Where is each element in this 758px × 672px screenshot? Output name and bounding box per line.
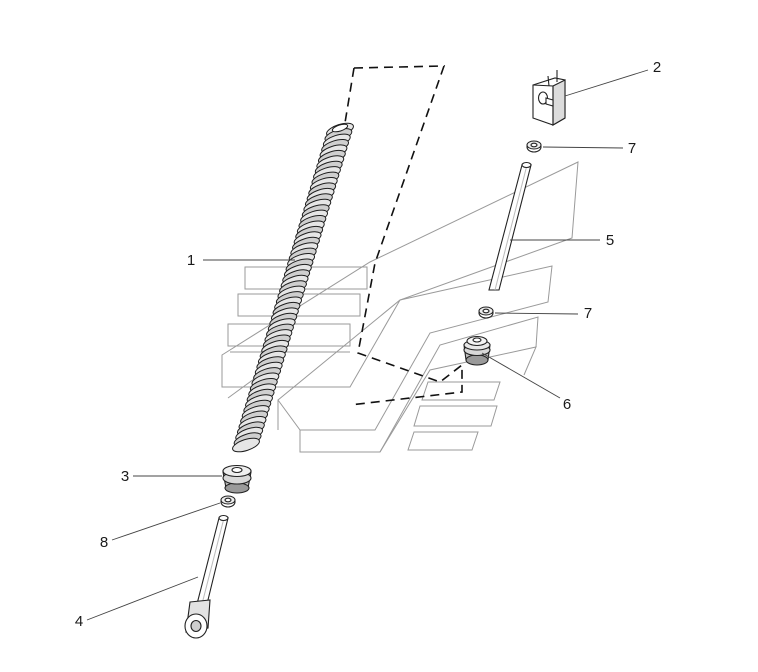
callout-6: 6 <box>563 396 571 413</box>
spring-coil <box>232 437 260 453</box>
nut-upper <box>526 140 542 153</box>
leader-lines <box>86 69 649 621</box>
callout-5: 5 <box>606 232 614 249</box>
nut-middle <box>478 306 494 319</box>
lower-rod-eye <box>184 514 229 639</box>
nut-lower <box>220 495 236 508</box>
callout-2: 2 <box>653 59 661 76</box>
spring <box>232 122 354 453</box>
lower-spring-seat <box>222 464 252 494</box>
callout-1: 1 <box>187 252 195 269</box>
upper-spring-seat <box>463 335 491 366</box>
callout-labels: 1 2 3 4 5 6 7 7 8 <box>75 59 661 630</box>
callout-3: 3 <box>121 468 129 485</box>
callout-8: 8 <box>100 534 108 551</box>
spring-top-end <box>331 123 349 133</box>
dashed-outline <box>342 65 463 406</box>
callout-7-middle: 7 <box>584 305 592 322</box>
clevis <box>532 70 566 126</box>
callout-7-upper: 7 <box>628 140 636 157</box>
callout-4: 4 <box>75 613 83 630</box>
upper-rod <box>488 161 532 291</box>
